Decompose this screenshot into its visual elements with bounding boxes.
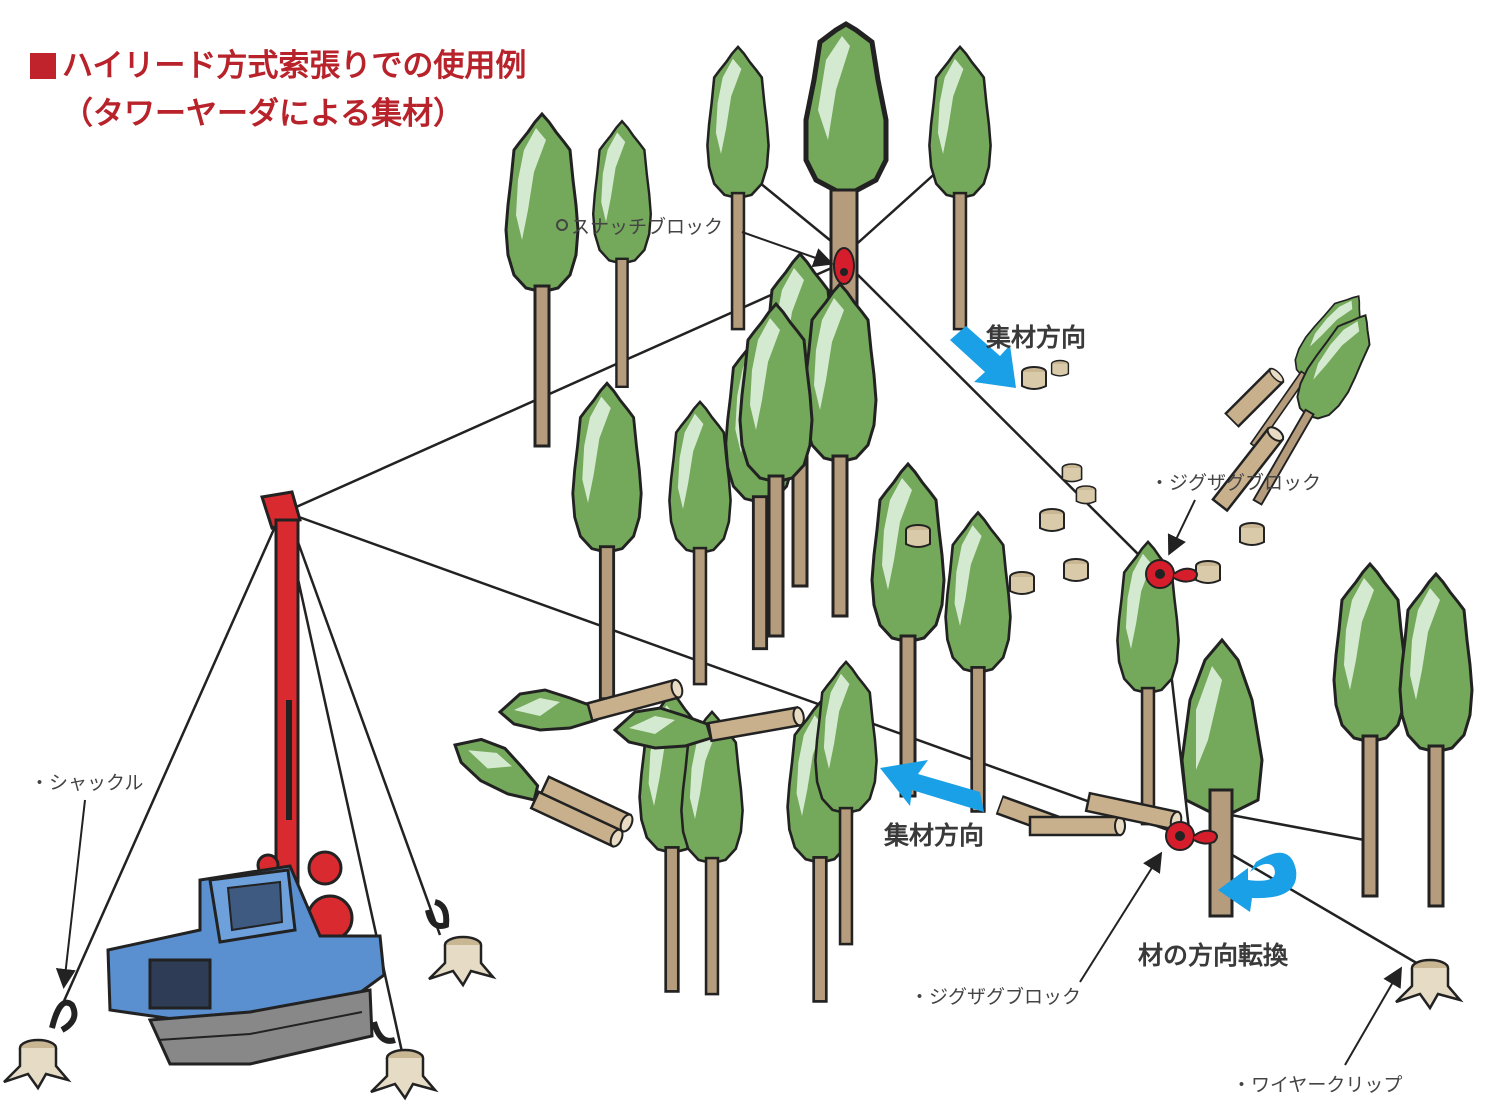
snatch-block-icon xyxy=(833,247,855,285)
pointer-zigzag-lower xyxy=(1079,851,1163,983)
pointer-zigzag-upper xyxy=(1167,499,1196,556)
label-zigzag-block-lower: ・ジグザグブロック xyxy=(910,986,1082,1008)
pointer-shackle xyxy=(55,799,86,989)
label-yarding-direction-upper: 集材方向 xyxy=(986,323,1087,352)
tower-yarder xyxy=(106,490,386,1066)
title-line1: ハイリード方式索張りでの使用例 xyxy=(62,48,527,84)
shackle-icon xyxy=(49,899,450,1044)
bullet-icon xyxy=(556,219,568,231)
label-wire-clip: ・ワイヤークリップ xyxy=(1232,1074,1403,1096)
rotate-arrow-icon xyxy=(1218,852,1297,912)
page-subtitle: （タワーヤーダによる集材） xyxy=(62,96,465,132)
pointer-snatch-block xyxy=(741,231,834,268)
page-title: ハイリード方式索張りでの使用例 xyxy=(30,40,526,85)
label-snatch-block: スナッチブロック xyxy=(556,212,723,239)
label-yarding-direction-lower: 集材方向 xyxy=(884,821,985,850)
arrow-icon xyxy=(880,760,984,812)
label-log-direction-change: 材の方向転換 xyxy=(1138,941,1289,970)
label-shackle: ・シャックル xyxy=(30,772,144,794)
arrow-icon xyxy=(950,326,1016,388)
label-zigzag-block-upper: ・ジグザグブロック xyxy=(1150,472,1322,494)
square-icon xyxy=(30,53,56,79)
snatch-block-text: スナッチブロック xyxy=(571,216,724,238)
pointer-wire-clip xyxy=(1344,966,1403,1066)
